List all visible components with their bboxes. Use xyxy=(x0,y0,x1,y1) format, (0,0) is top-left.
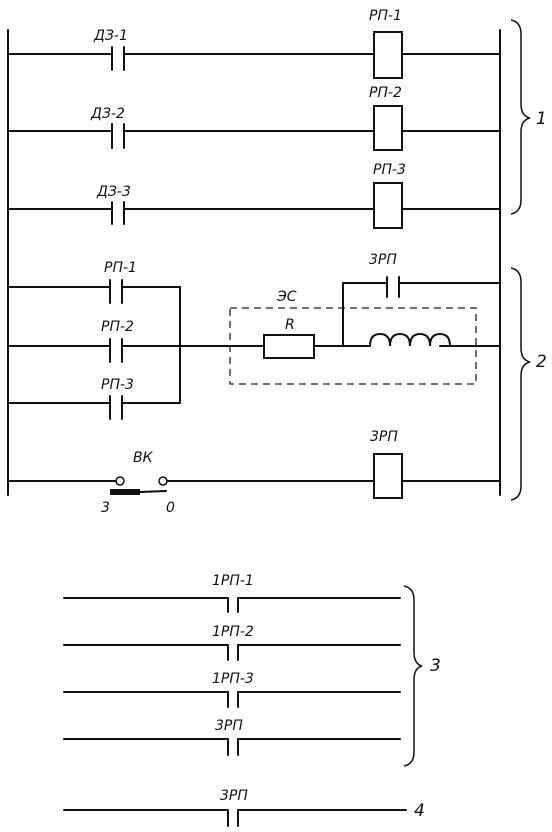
label-rp2-contact: РП-2 xyxy=(101,319,134,335)
switch-handle xyxy=(110,489,140,495)
coil-zrp xyxy=(373,453,403,499)
group-label-4: 4 xyxy=(414,801,425,821)
label-vk: ВК xyxy=(133,450,154,466)
resistor-r xyxy=(263,334,315,359)
row-3: ДЗ-3 РП-3 xyxy=(7,162,501,229)
label-zrp-out2: 3РП xyxy=(220,788,248,804)
label-r: R xyxy=(285,317,295,333)
label-zrp-contact: 3РП xyxy=(369,252,397,268)
row-1: ДЗ-1 РП-1 xyxy=(7,8,501,79)
brace-2 xyxy=(510,267,531,501)
label-1rp1: 1РП-1 xyxy=(212,573,254,589)
label-dz3: ДЗ-3 xyxy=(96,184,131,200)
label-rp3-contact: РП-3 xyxy=(101,377,134,393)
label-es: ЭС xyxy=(276,289,297,305)
inductor xyxy=(369,332,451,347)
brace-3 xyxy=(403,585,423,767)
label-zrp-out: 3РП xyxy=(215,718,243,734)
es-box xyxy=(229,307,477,385)
label-rp3-coil: РП-3 xyxy=(373,162,406,178)
switch-terminal-left xyxy=(115,476,125,486)
coil-rp1 xyxy=(373,31,403,79)
label-dz2: ДЗ-2 xyxy=(90,106,125,122)
group-label-1: 1 xyxy=(536,109,547,129)
label-rp1-contact: РП-1 xyxy=(104,260,137,276)
group-label-2: 2 xyxy=(536,352,547,372)
label-vk-off: 0 xyxy=(166,500,175,516)
coil-rp3 xyxy=(373,182,403,229)
output-line-4: 3РП 4 xyxy=(63,788,425,827)
label-rp2-coil: РП-2 xyxy=(369,85,402,101)
output-block-3: 1РП-1 1РП-2 1РП-3 3РП 3 xyxy=(63,573,441,767)
row-2: ДЗ-2 РП-2 xyxy=(7,85,501,151)
label-1rp3: 1РП-3 xyxy=(212,671,254,687)
label-1rp2: 1РП-2 xyxy=(212,624,254,640)
coil-rp2 xyxy=(373,105,403,151)
label-rp1-coil: РП-1 xyxy=(369,8,402,24)
row-4-signal: РП-1 РП-2 РП-3 3РП ЭС R xyxy=(7,252,501,420)
label-vk-on: 3 xyxy=(101,500,110,516)
switch-terminal-right xyxy=(158,476,168,486)
brace-1 xyxy=(510,19,531,215)
label-dz1: ДЗ-1 xyxy=(93,28,128,44)
group-label-3: 3 xyxy=(430,656,441,676)
row-5: ВК 3 0 3РП xyxy=(7,429,501,516)
label-zrp-coil: 3РП xyxy=(370,429,398,445)
